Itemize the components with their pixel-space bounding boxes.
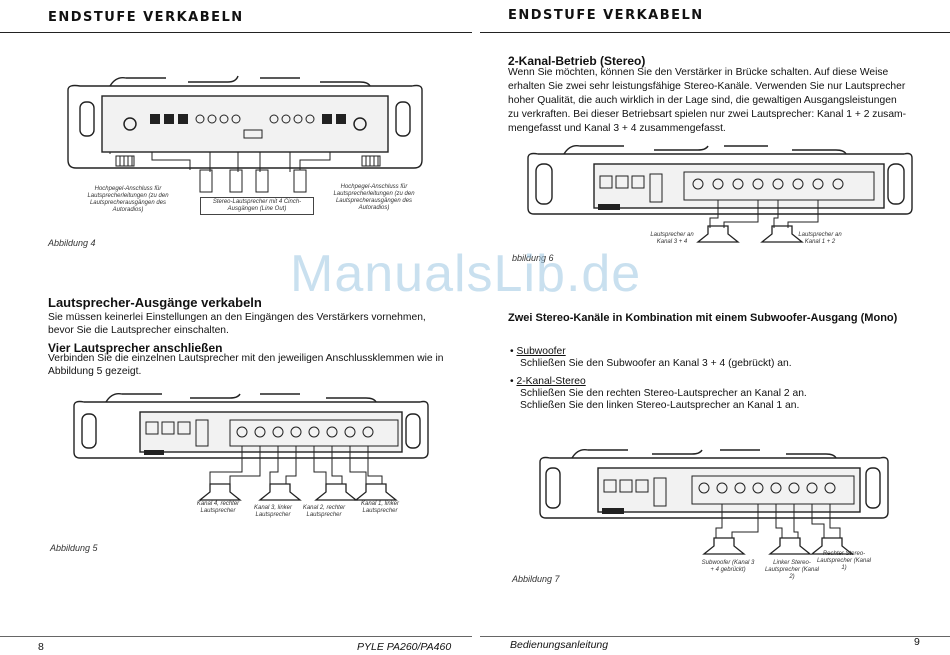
figure5-power-badge	[144, 450, 164, 455]
figure4-caption: Abbildung 4	[48, 238, 96, 248]
watermark: ManualsLib.de	[290, 245, 642, 303]
left-page-header: ENDSTUFE VERKABELN	[48, 10, 244, 25]
right-page-number: 9	[914, 636, 920, 648]
section-title-stereo-plus-sub: Zwei Stereo-Kanäle in Kombination mit ei…	[508, 312, 898, 324]
bullet-stereo-text-1: Schließen Sie den rechten Stereo-Lautspr…	[520, 388, 807, 399]
figure4-label-highlevel-left: Hochpegel-Anschluss für Lautsprecherleit…	[87, 186, 169, 213]
bullet-stereo-title: 2-Kanal-Stereo	[516, 376, 586, 387]
bullet-subwoofer-text: Schließen Sie den Subwoofer an Kanal 3 +…	[520, 358, 792, 369]
section-text-line1: Sie müssen keinerlei Einstellungen an de…	[48, 312, 426, 323]
figure7-speaker-left: Linker Stereo-Lautsprecher (Kanal 2)	[764, 560, 820, 580]
section1-line2: erhalten Sie zwei sehr leistungsfähige S…	[508, 81, 906, 92]
figure6-speaker-ch34: Lautsprecher an Kanal 3 + 4	[650, 232, 694, 245]
left-header-rule	[0, 32, 472, 33]
section-title-two-channel: 2-Kanal-Betrieb (Stereo)	[508, 54, 646, 68]
figure6-caption: bbildung 6	[512, 253, 554, 263]
bullet-subwoofer: • Subwoofer	[510, 346, 566, 357]
subsection-text-line2: Abbildung 5 gezeigt.	[48, 366, 142, 377]
bullet-stereo-text-2: Schließen Sie den linken Stereo-Lautspre…	[520, 400, 800, 411]
section1-line3: hoher Qualität, die auch wirklich in der…	[508, 95, 897, 106]
figure6-speaker-ch12: Lautsprecher an Kanal 1 + 2	[798, 232, 842, 245]
figure5-amplifier-diagram	[73, 392, 429, 501]
figure7-speaker-sub: Subwoofer (Kanal 3 + 4 gebrückt)	[701, 560, 755, 573]
figure5-speaker-ch3: Kanal 3, linker Lautsprecher	[253, 505, 293, 518]
figure5-speaker-ch2: Kanal 2, rechter Lautsprecher	[302, 505, 346, 518]
figure7-amplifier-diagram	[539, 448, 889, 555]
figure7-caption: Abbildung 7	[512, 574, 560, 584]
section1-line5: mengefasst und Kanal 3 + 4 zusammengefas…	[508, 123, 726, 134]
footer-title: Bedienungsanleitung	[510, 639, 609, 651]
figure4-label-rca: Stereo-Lautsprecher mit 4 Cinch-Ausgänge…	[200, 197, 314, 215]
right-header-rule	[480, 32, 950, 33]
bullet-subwoofer-title: Subwoofer	[516, 346, 566, 357]
section1-line4: zu verkraften. Bei dieser Betriebsart sp…	[508, 109, 907, 120]
figure7-speaker-right: Rechter Stereo-Lautsprecher (Kanal 1)	[816, 551, 872, 571]
figure5-speaker-ch4: Kanal 4, rechter Lautsprecher	[196, 501, 240, 514]
figure5-speaker-ch1: Kanal 1, linker Lautsprecher	[360, 501, 400, 514]
section-title-speaker-outputs: Lautsprecher-Ausgänge verkabeln	[48, 295, 262, 310]
figure4-amplifier-diagram	[67, 75, 423, 193]
subsection-title-four-speakers: Vier Lautsprecher anschließen	[48, 341, 223, 355]
figure4-label-highlevel-right: Hochpegel-Anschluss für Lautsprecherleit…	[333, 184, 415, 211]
left-footer-rule	[0, 636, 472, 637]
right-page-header: ENDSTUFE VERKABELN	[508, 8, 704, 23]
figure6-amplifier-diagram	[527, 144, 913, 243]
right-footer-rule	[480, 636, 950, 637]
section1-line1: Wenn Sie möchten, können Sie den Verstär…	[508, 67, 889, 78]
left-page-number: 8	[38, 641, 44, 653]
footer-model: PYLE PA260/PA460	[357, 641, 452, 653]
section-text-line2: bevor Sie die Lautsprecher einschalten.	[48, 325, 229, 336]
figure5-caption: Abbildung 5	[50, 543, 98, 553]
subsection-text-line1: Verbinden Sie die einzelnen Lautsprecher…	[48, 353, 444, 364]
bullet-stereo: • 2-Kanal-Stereo	[510, 376, 586, 387]
